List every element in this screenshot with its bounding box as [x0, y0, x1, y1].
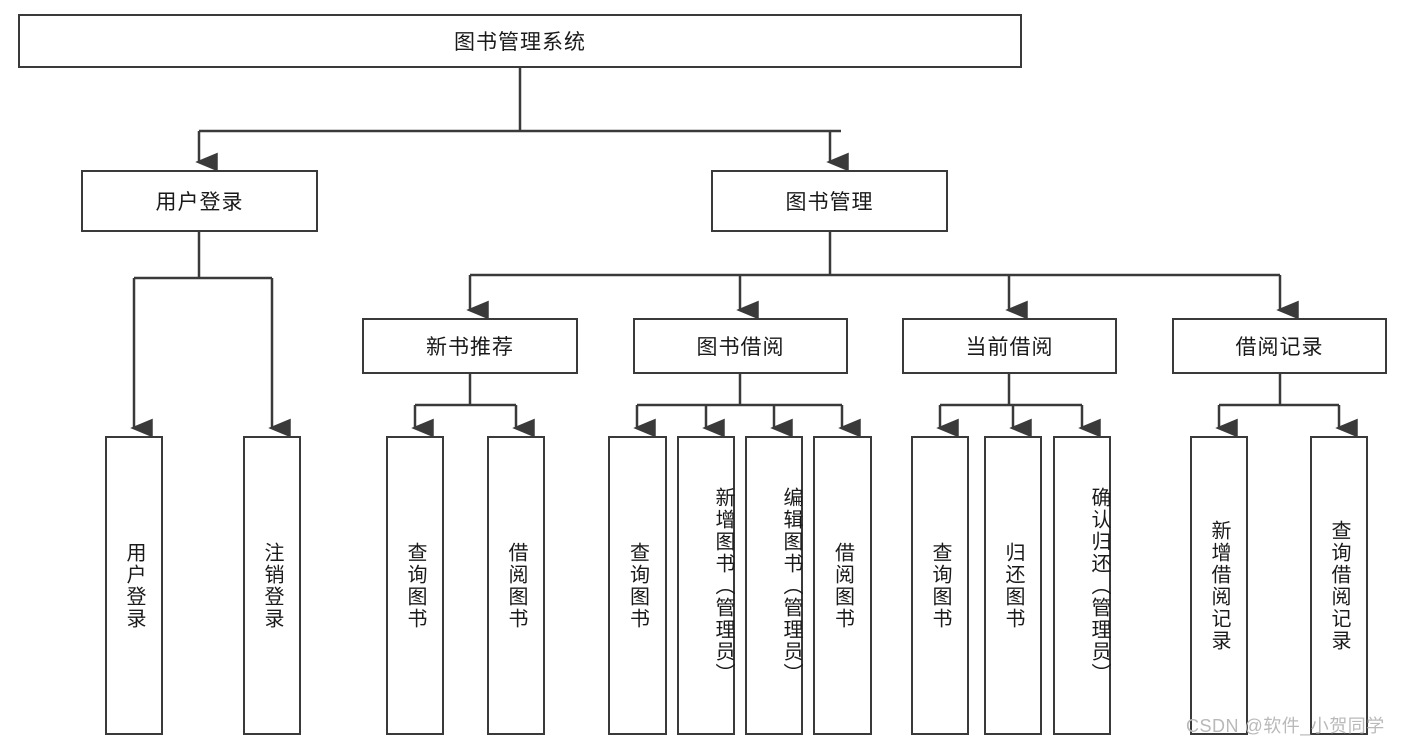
leaf-logout[interactable]: 注销登录: [243, 436, 301, 735]
leaf-add-borrowing-record[interactable]: 新增借阅记录: [1190, 436, 1248, 735]
leaf-query-books-recommendation[interactable]: 查询图书: [386, 436, 444, 735]
node-user-login[interactable]: 用户登录: [81, 170, 318, 232]
leaf-confirm-return-admin[interactable]: 确认归还（管理员）: [1053, 436, 1111, 735]
leaf-return-books[interactable]: 归还图书: [984, 436, 1042, 735]
node-root-system[interactable]: 图书管理系统: [18, 14, 1022, 68]
node-borrowing-records[interactable]: 借阅记录: [1172, 318, 1387, 374]
csdn-watermark: CSDN @软件_小贺同学: [1186, 716, 1385, 736]
leaf-query-books-current[interactable]: 查询图书: [911, 436, 969, 735]
leaf-query-books-borrowing[interactable]: 查询图书: [608, 436, 667, 735]
leaf-borrow-books-borrowing[interactable]: 借阅图书: [813, 436, 872, 735]
leaf-add-book-admin[interactable]: 新增图书（管理员）: [677, 436, 735, 735]
node-book-management[interactable]: 图书管理: [711, 170, 948, 232]
node-book-borrowing[interactable]: 图书借阅: [633, 318, 848, 374]
node-current-borrowing[interactable]: 当前借阅: [902, 318, 1117, 374]
leaf-borrow-books-recommendation[interactable]: 借阅图书: [487, 436, 545, 735]
node-new-book-recommendation[interactable]: 新书推荐: [362, 318, 578, 374]
leaf-edit-book-admin[interactable]: 编辑图书（管理员）: [745, 436, 803, 735]
leaf-user-login[interactable]: 用户登录: [105, 436, 163, 735]
leaf-query-borrowing-record[interactable]: 查询借阅记录: [1310, 436, 1368, 735]
